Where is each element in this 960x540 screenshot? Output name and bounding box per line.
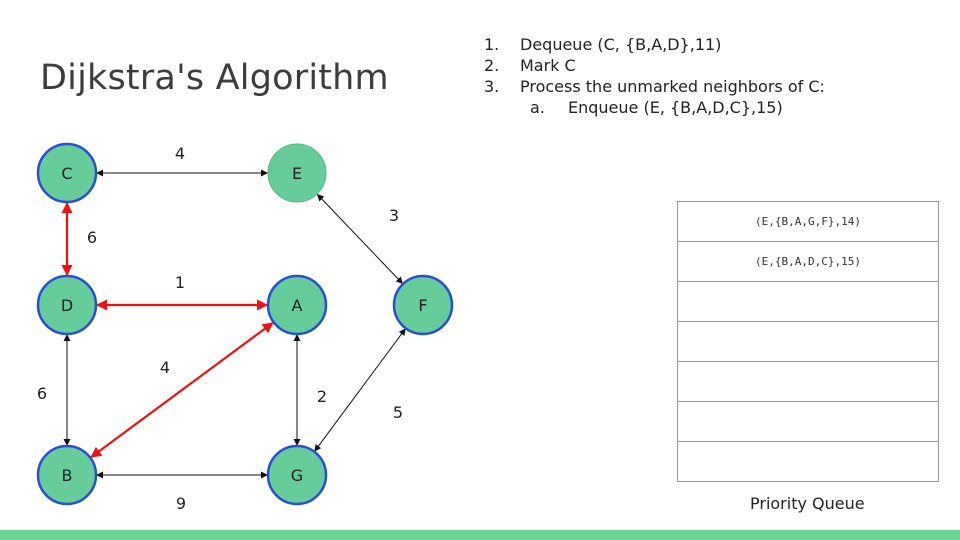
queue-row: (E,{B,A,D,C},15) [677,241,939,282]
node-c [36,142,98,204]
edge-weight-label: 6 [87,228,97,247]
queue-cell [677,281,939,322]
queue-cell [677,361,939,402]
queue-row [677,401,939,442]
step-number: 2. [484,56,500,75]
footer-bar [0,530,960,540]
node-g [266,444,328,506]
edge-weight-label: 3 [389,206,399,225]
edge-weight-label: 1 [175,273,185,292]
edge-weight-label: 4 [160,358,170,377]
edge-weight-label: 4 [175,144,185,163]
node-f [392,274,454,336]
edge-weight-label: 9 [176,494,186,513]
step-text: Mark C [520,56,576,75]
node-label: G [291,466,303,485]
node-a [266,274,328,336]
node-label: C [61,164,72,183]
queue-row [677,361,939,402]
node-label: D [61,296,73,315]
queue-row [677,321,939,362]
edge-weight-label: 2 [317,387,327,406]
queue-row [677,281,939,322]
priority-queue-table: (E,{B,A,G,F},14) (E,{B,A,D,C},15) [677,201,939,482]
queue-cell [677,401,939,442]
queue-cell: (E,{B,A,G,F},14) [677,201,939,242]
step-number: 3. [484,77,500,96]
step-text: Process the unmarked neighbors of C: [520,77,825,96]
edge-a-b [89,321,275,459]
node-d [36,274,98,336]
edge-g-f [313,328,407,452]
step-text: Enqueue (E, {B,A,D,C},15) [568,98,783,117]
queue-row [677,441,939,482]
step-number: a. [530,98,545,117]
step-number: 1. [484,35,500,54]
node-label: E [292,164,302,183]
queue-cell: (E,{B,A,D,C},15) [677,241,939,282]
slide-title: Dijkstra's Algorithm [40,58,389,98]
node-label: F [418,296,427,315]
step-text: Dequeue (C, {B,A,D},11) [520,35,722,54]
node-label: B [62,466,73,485]
node-b [36,444,98,506]
edge-weight-label: 6 [37,384,47,403]
queue-row: (E,{B,A,G,F},14) [677,201,939,242]
queue-cell [677,441,939,482]
node-e [267,143,327,203]
edge-e-f [316,193,404,285]
edge-weight-label: 5 [393,403,403,422]
queue-cell [677,321,939,362]
priority-queue-label: Priority Queue [750,494,865,513]
node-label: A [292,296,303,315]
